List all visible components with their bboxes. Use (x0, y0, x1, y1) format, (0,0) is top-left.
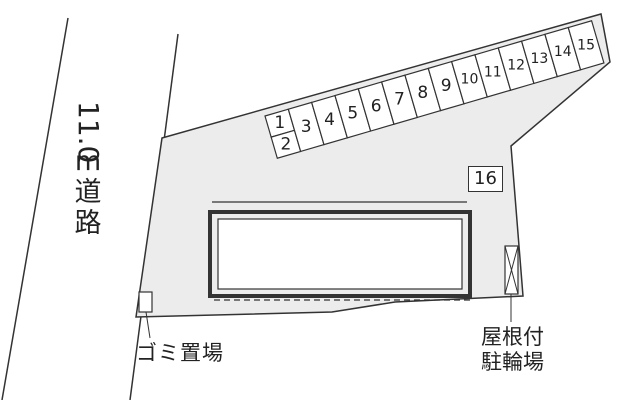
building-outer (208, 210, 472, 298)
building-inner (217, 218, 463, 290)
parking-stall-number-8: 8 (417, 83, 428, 103)
parking-stall-number-10: 10 (461, 71, 479, 87)
garbage-area-box (138, 291, 153, 313)
parking-stall-number-2: 2 (280, 134, 291, 154)
bike-parking-area (504, 245, 519, 295)
parking-stall-number-5: 5 (347, 103, 358, 123)
parking-stall-number-13: 13 (531, 51, 549, 67)
parking-space-16: 16 (468, 166, 503, 192)
parking-stall-number-11: 11 (484, 64, 502, 80)
bike-parking-label-line-1: 屋根付 (481, 325, 544, 349)
parking-stall-number-6: 6 (371, 97, 382, 117)
road-label: 11.0 m 道 路 (68, 101, 108, 239)
parking-stall-number-3: 3 (301, 117, 312, 137)
parking-stall-number-15: 15 (577, 37, 595, 53)
road-name-char-1: 道 (74, 177, 102, 208)
parking-stall-15 (567, 19, 605, 71)
road-edge-left (1, 17, 69, 400)
road-name-char-2: 路 (74, 208, 102, 239)
road-width-label: 11.0 (72, 101, 105, 164)
garbage-area-leader (145, 311, 151, 339)
parking-stall-number-1: 1 (274, 113, 285, 133)
parking-stall-number-7: 7 (394, 90, 405, 110)
garbage-area-label: ゴミ置場 (136, 341, 224, 365)
parking-stall-number-9: 9 (441, 76, 452, 96)
road-unit-label: m (74, 146, 102, 177)
bike-parking-label: 屋根付 駐輪場 (481, 325, 544, 375)
parking-stall-number-14: 14 (554, 44, 572, 60)
parking-stall-number-12: 12 (507, 58, 525, 74)
bike-parking-label-line-2: 駐輪場 (481, 350, 544, 374)
parking-stall-number-4: 4 (324, 110, 335, 130)
